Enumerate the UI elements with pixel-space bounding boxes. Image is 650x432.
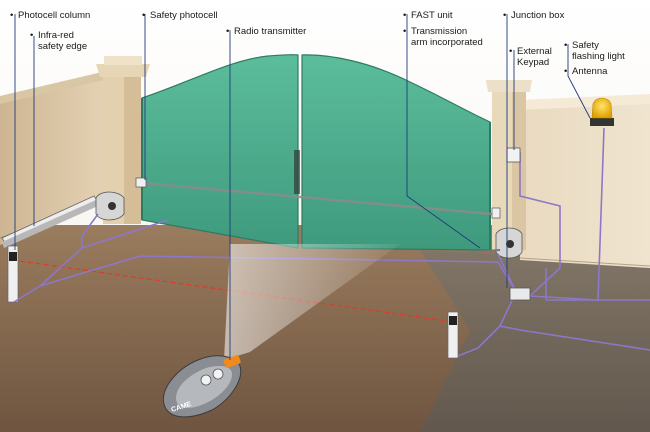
label-transmission-arm-line2: arm incorporated: [411, 37, 483, 48]
label-transmission-arm-line1: Transmission: [411, 26, 467, 37]
label-fast-unit: •FAST unit: [403, 10, 453, 21]
safety-photocell-right: [492, 208, 500, 218]
label-infrared-edge-line1: Infra-red: [38, 30, 74, 41]
label-safety-flashing-light-line1: Safety: [572, 40, 599, 51]
flashing-light-lens: [592, 98, 612, 118]
photocell-column-left-lens: [9, 252, 17, 261]
label-photocell-column-text: Photocell column: [18, 10, 90, 21]
right-pillar-cap: [486, 80, 532, 92]
left-pillar-top: [104, 56, 142, 65]
flashing-light-base: [590, 118, 614, 126]
gate-center-latch: [294, 150, 300, 194]
left-pillar-cap: [96, 64, 150, 77]
photocell-column-right-lens: [449, 316, 457, 325]
label-photocell-column: •Photocell column: [10, 10, 90, 21]
right-wall: [520, 100, 650, 268]
left-pillar-shade: [124, 76, 141, 224]
label-external-keypad-line2: Keypad: [517, 57, 549, 68]
external-keypad: [507, 148, 520, 162]
label-radio-transmitter-text: Radio transmitter: [234, 26, 306, 37]
label-external-keypad-line1: External: [517, 46, 552, 57]
label-junction-box-text: Junction box: [511, 10, 564, 21]
junction-box: [510, 288, 530, 300]
label-infrared-edge-line2: safety edge: [38, 41, 87, 52]
safety-photocell-left: [136, 178, 146, 187]
label-fast-unit-text: FAST unit: [411, 10, 453, 21]
label-junction-box: •Junction box: [503, 10, 564, 21]
label-radio-transmitter: •Radio transmitter: [226, 26, 306, 37]
label-antenna-text: Antenna: [572, 66, 607, 77]
label-safety-flashing-light-line2: flashing light: [572, 51, 625, 62]
left-operator-lens: [108, 202, 116, 210]
label-safety-photocell-text: Safety photocell: [150, 10, 218, 21]
label-safety-photocell: •Safety photocell: [142, 10, 218, 21]
label-antenna: •Antenna: [564, 66, 607, 77]
